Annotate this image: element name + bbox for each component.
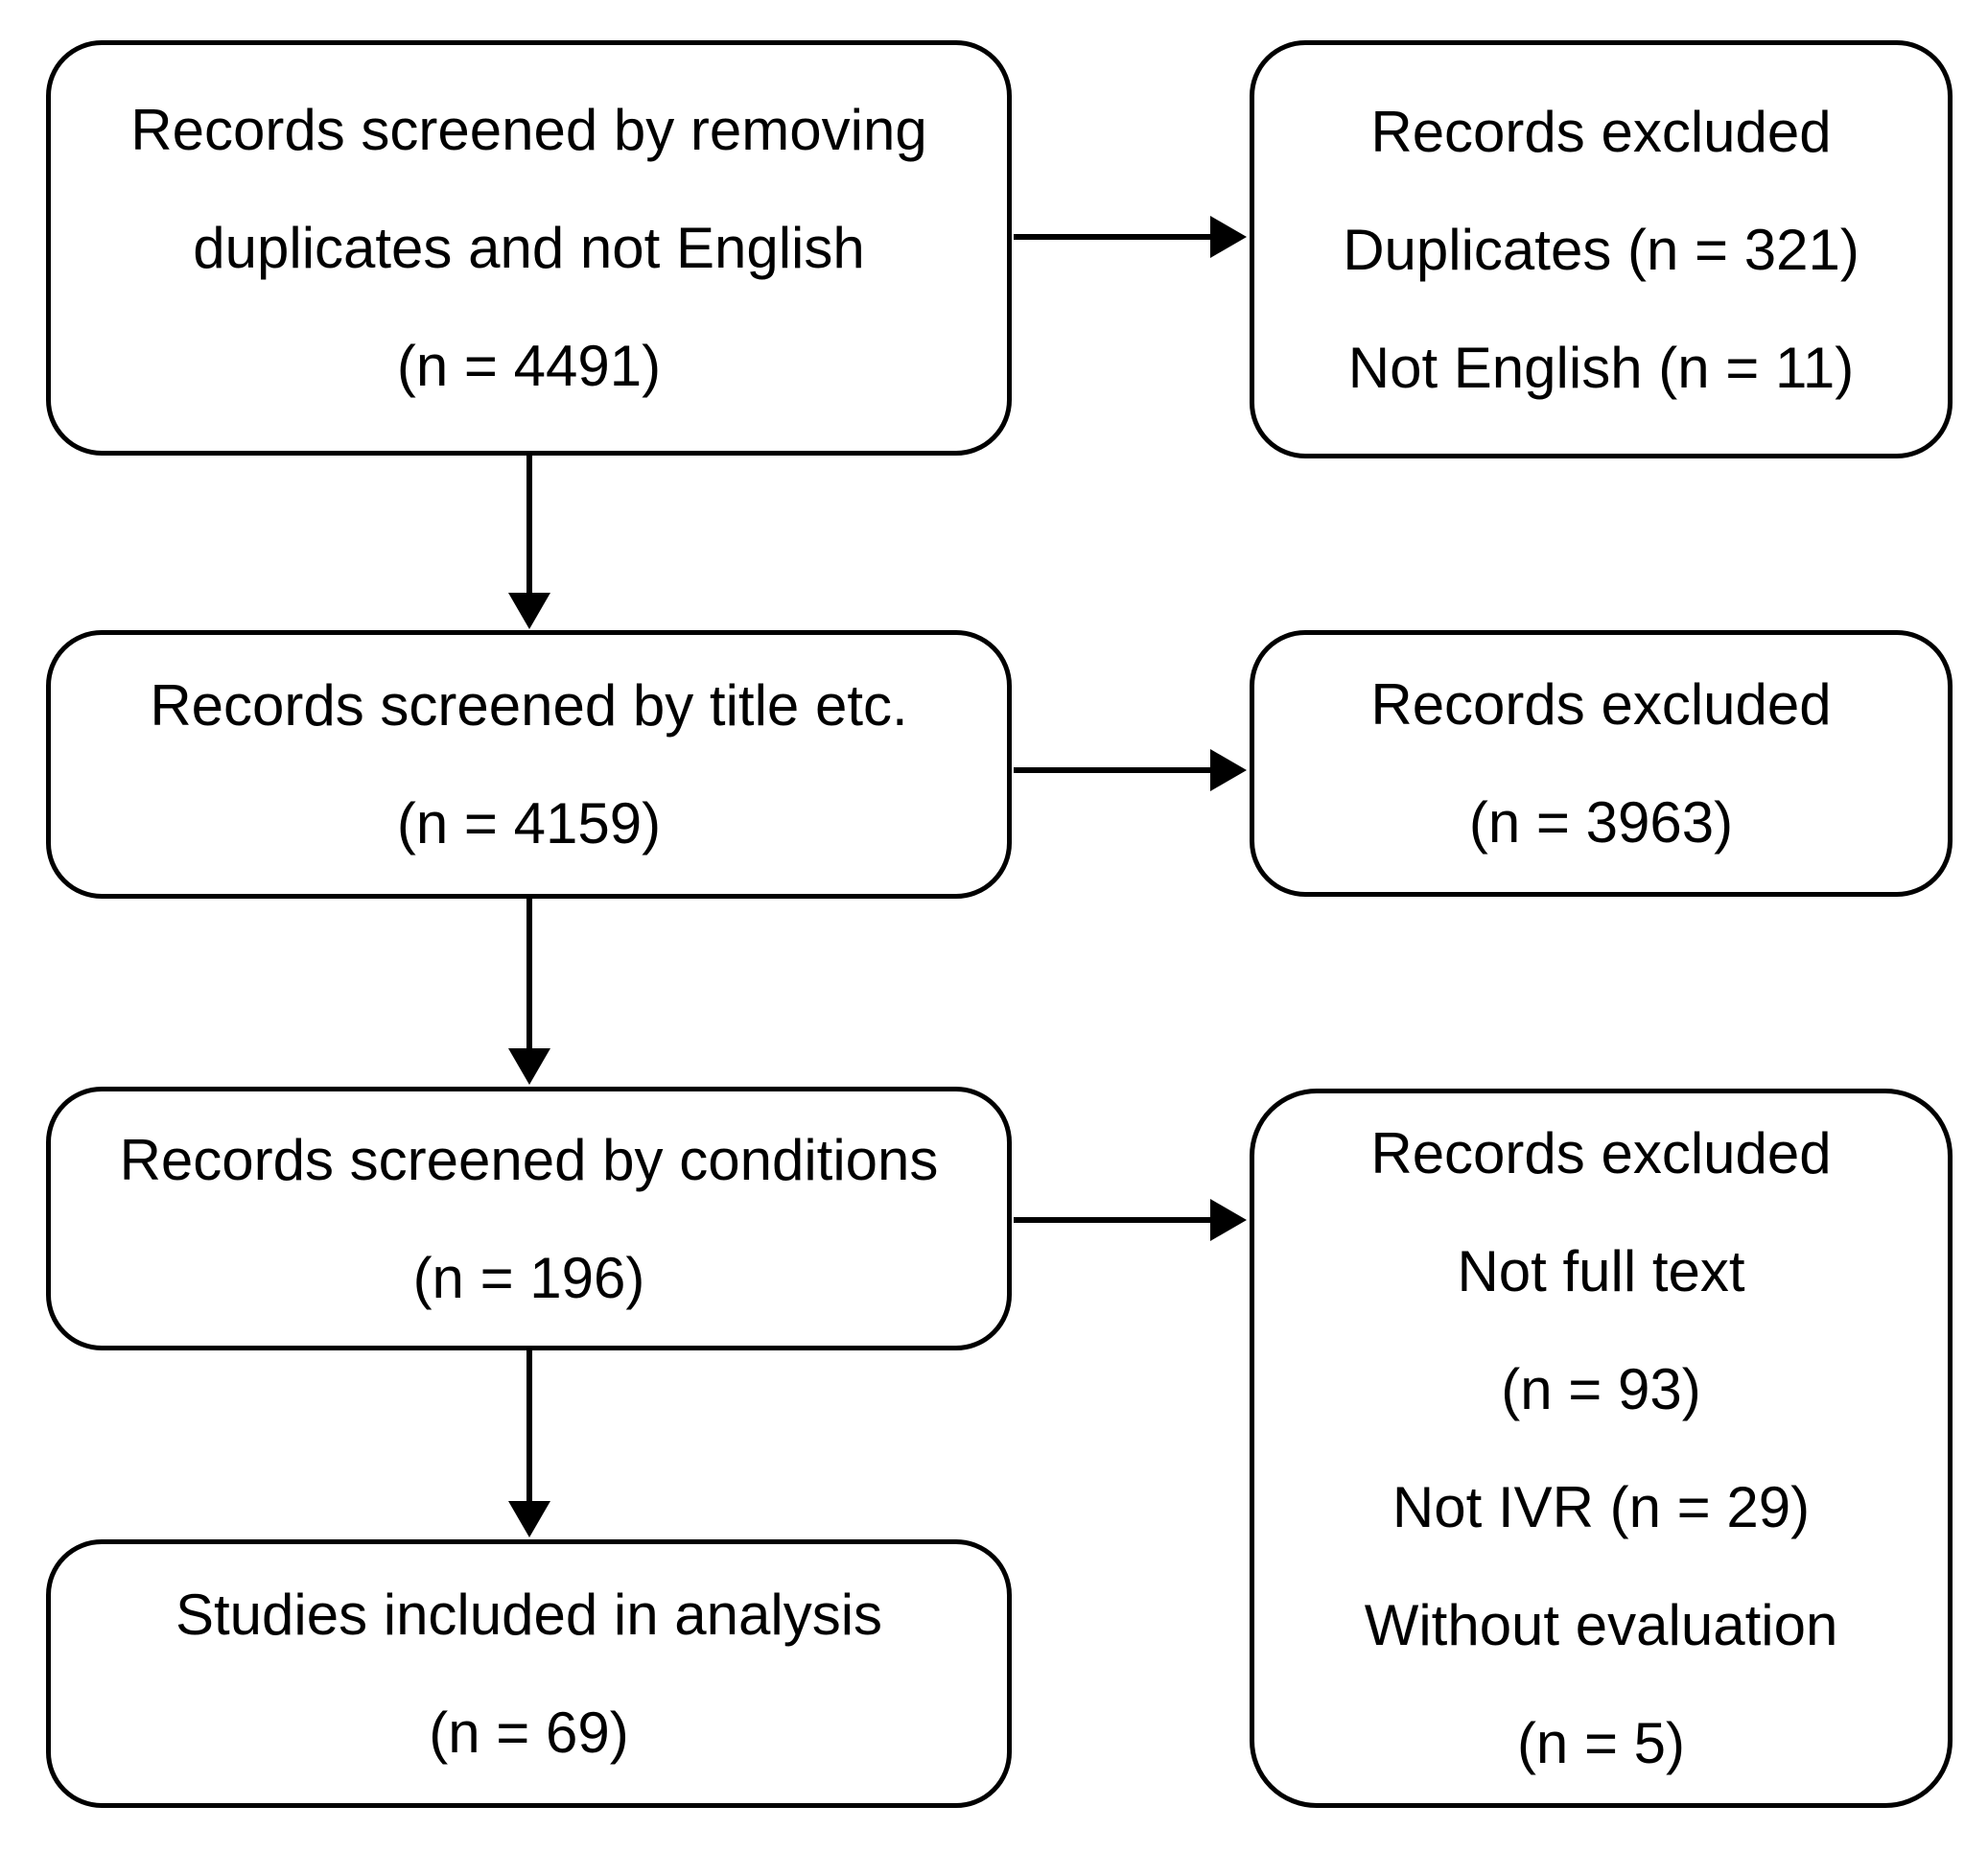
box-line: Records screened by removing (130, 98, 927, 162)
box-line: Not IVR (n = 29) (1392, 1475, 1811, 1539)
box-included-analysis: Studies included in analysis (n = 69) (46, 1539, 1012, 1808)
box-line: (n = 5) (1516, 1711, 1686, 1775)
box-line: Without evaluation (1364, 1593, 1838, 1657)
box-line: Duplicates (n = 321) (1343, 217, 1859, 282)
arrow-right-2 (1014, 749, 1247, 791)
box-line: Records excluded (1370, 672, 1832, 737)
arrow-down-3 (508, 1349, 550, 1537)
box-excluded-duplicates: Records excluded Duplicates (n = 321) No… (1250, 40, 1953, 458)
box-line: Records screened by conditions (119, 1127, 939, 1192)
box-line: duplicates and not English (193, 216, 865, 280)
arrow-down-1 (508, 456, 550, 629)
box-excluded-conditions: Records excluded Not full text (n = 93) … (1250, 1089, 1953, 1808)
box-screened-title: Records screened by title etc. (n = 4159… (46, 630, 1012, 899)
box-line: (n = 93) (1501, 1357, 1701, 1421)
box-excluded-title: Records excluded (n = 3963) (1250, 630, 1953, 897)
box-line: Not English (n = 11) (1347, 335, 1855, 400)
arrow-right-3 (1014, 1199, 1247, 1241)
arrow-down-2 (508, 897, 550, 1085)
box-line: (n = 4159) (396, 791, 662, 856)
box-screened-conditions: Records screened by conditions (n = 196) (46, 1087, 1012, 1350)
box-line: Records excluded (1370, 1121, 1832, 1185)
box-line: Studies included in analysis (175, 1583, 883, 1647)
box-line: (n = 3963) (1468, 790, 1734, 855)
box-screened-duplicates: Records screened by removing duplicates … (46, 40, 1012, 456)
box-line: (n = 4491) (396, 334, 662, 398)
box-line: Not full text (1457, 1239, 1745, 1303)
box-line: (n = 196) (412, 1245, 645, 1310)
box-line: Records screened by title etc. (150, 673, 908, 738)
box-line: Records excluded (1370, 99, 1832, 164)
box-line: (n = 69) (429, 1701, 629, 1765)
arrow-right-1 (1014, 216, 1247, 258)
